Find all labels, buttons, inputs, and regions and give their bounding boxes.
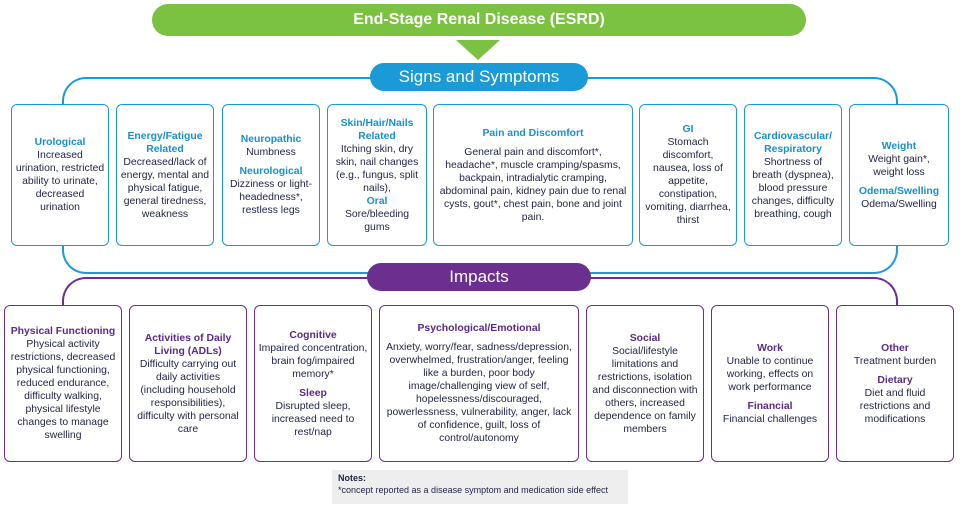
- box-heading: Odema/Swelling: [858, 185, 940, 197]
- impact-box-other: Other Treatment burden Dietary Diet and …: [836, 305, 954, 462]
- notes-text: *concept reported as a disease symptom a…: [338, 484, 608, 495]
- box-text: Social/lifestyle limitations and restric…: [592, 345, 698, 435]
- box-text: Anxiety, worry/fear, sadness/depression,…: [386, 342, 572, 444]
- impacts-header: Impacts: [367, 263, 591, 291]
- box-heading: Cognitive: [289, 329, 337, 341]
- box-heading: Social: [629, 332, 661, 344]
- box-heading: Weight: [881, 140, 917, 152]
- impact-box-adl: Activities of Daily Living (ADLs) Diffic…: [129, 305, 247, 462]
- sign-box-urological: Urological Increased urination, restrict…: [11, 104, 109, 246]
- box-heading: Sleep: [299, 387, 327, 399]
- box-heading: Neuropathic: [240, 134, 302, 145]
- box-text: Odema/Swelling: [861, 198, 937, 210]
- impact-box-psych: Psychological/Emotional Anxiety, worry/f…: [379, 305, 579, 462]
- signs-header: Signs and Symptoms: [370, 63, 588, 91]
- box-text: Financial challenges: [722, 413, 818, 425]
- impact-box-cognitive: Cognitive Impaired concentration, brain …: [254, 305, 372, 462]
- box-text: Increased urination, restricted ability …: [15, 150, 105, 213]
- down-arrow-icon: [456, 40, 500, 60]
- notes-title: Notes:: [338, 473, 367, 483]
- box-text: Unable to continue working, effects on w…: [726, 355, 814, 393]
- box-text: General pain and discomfort*, headache*,…: [439, 146, 627, 223]
- box-heading: Work: [757, 342, 783, 354]
- box-text: Treatment burden: [853, 355, 937, 367]
- sign-box-cardio: Cardiovascular/ Respiratory Shortness of…: [744, 104, 842, 246]
- sign-box-gi: GI Stomach discomfort, nausea, loss of a…: [639, 104, 737, 246]
- box-text: Sore/bleeding gums: [344, 208, 410, 233]
- box-heading: Oral: [366, 195, 388, 207]
- box-text: Disrupted sleep, increased need to rest/…: [271, 400, 355, 438]
- diagram-title: End-Stage Renal Disease (ESRD): [152, 4, 806, 36]
- box-heading: Other: [881, 342, 909, 354]
- box-heading: Activities of Daily Living (ADLs): [144, 332, 232, 357]
- box-heading: Urological: [34, 137, 86, 148]
- box-text: Diet and fluid restrictions and modifica…: [859, 387, 931, 425]
- impact-box-physical: Physical Functioning Physical activity r…: [4, 305, 122, 462]
- impact-box-social: Social Social/lifestyle limitations and …: [586, 305, 704, 462]
- box-heading: GI: [682, 124, 694, 135]
- impact-box-work: Work Unable to continue working, effects…: [711, 305, 829, 462]
- sign-box-energy: Energy/Fatigue Related Decreased/lack of…: [116, 104, 214, 246]
- box-text: Weight gain*, weight loss: [868, 153, 930, 178]
- box-heading: Dietary: [877, 374, 913, 386]
- box-text: Shortness of breath (dyspnea), blood pre…: [751, 156, 835, 220]
- box-text: Physical activity restrictions, decrease…: [10, 339, 116, 441]
- sign-box-pain: Pain and Discomfort General pain and dis…: [433, 104, 633, 246]
- box-text: Numbness: [246, 147, 296, 158]
- box-text: Stomach discomfort, nausea, loss of appe…: [645, 137, 731, 226]
- box-heading: Neurological: [239, 166, 303, 177]
- box-text: Itching skin, dry skin, nail changes (e.…: [335, 143, 419, 194]
- box-heading: Psychological/Emotional: [417, 323, 541, 334]
- box-heading: Energy/Fatigue Related: [127, 130, 203, 155]
- sign-box-skin: Skin/Hair/Nails Related Itching skin, dr…: [327, 104, 427, 246]
- box-text: Impaired concentration, brain fog/impair…: [258, 342, 368, 380]
- notes-box: Notes: *concept reported as a disease sy…: [332, 470, 628, 504]
- box-heading: Skin/Hair/Nails Related: [340, 117, 414, 142]
- box-heading: Physical Functioning: [10, 326, 116, 337]
- sign-box-weight: Weight Weight gain*, weight loss Odema/S…: [849, 104, 949, 246]
- box-text: Difficulty carrying out daily activities…: [137, 358, 239, 435]
- box-heading: Pain and Discomfort: [482, 127, 584, 139]
- box-heading: Cardiovascular/ Respiratory: [754, 130, 832, 155]
- sign-box-neuro: Neuropathic Numbness Neurological Dizzin…: [222, 104, 320, 246]
- box-text: Decreased/lack of energy, mental and phy…: [120, 156, 210, 220]
- box-heading: Financial: [747, 400, 793, 412]
- box-text: Dizziness or light-headedness*, restless…: [230, 179, 312, 216]
